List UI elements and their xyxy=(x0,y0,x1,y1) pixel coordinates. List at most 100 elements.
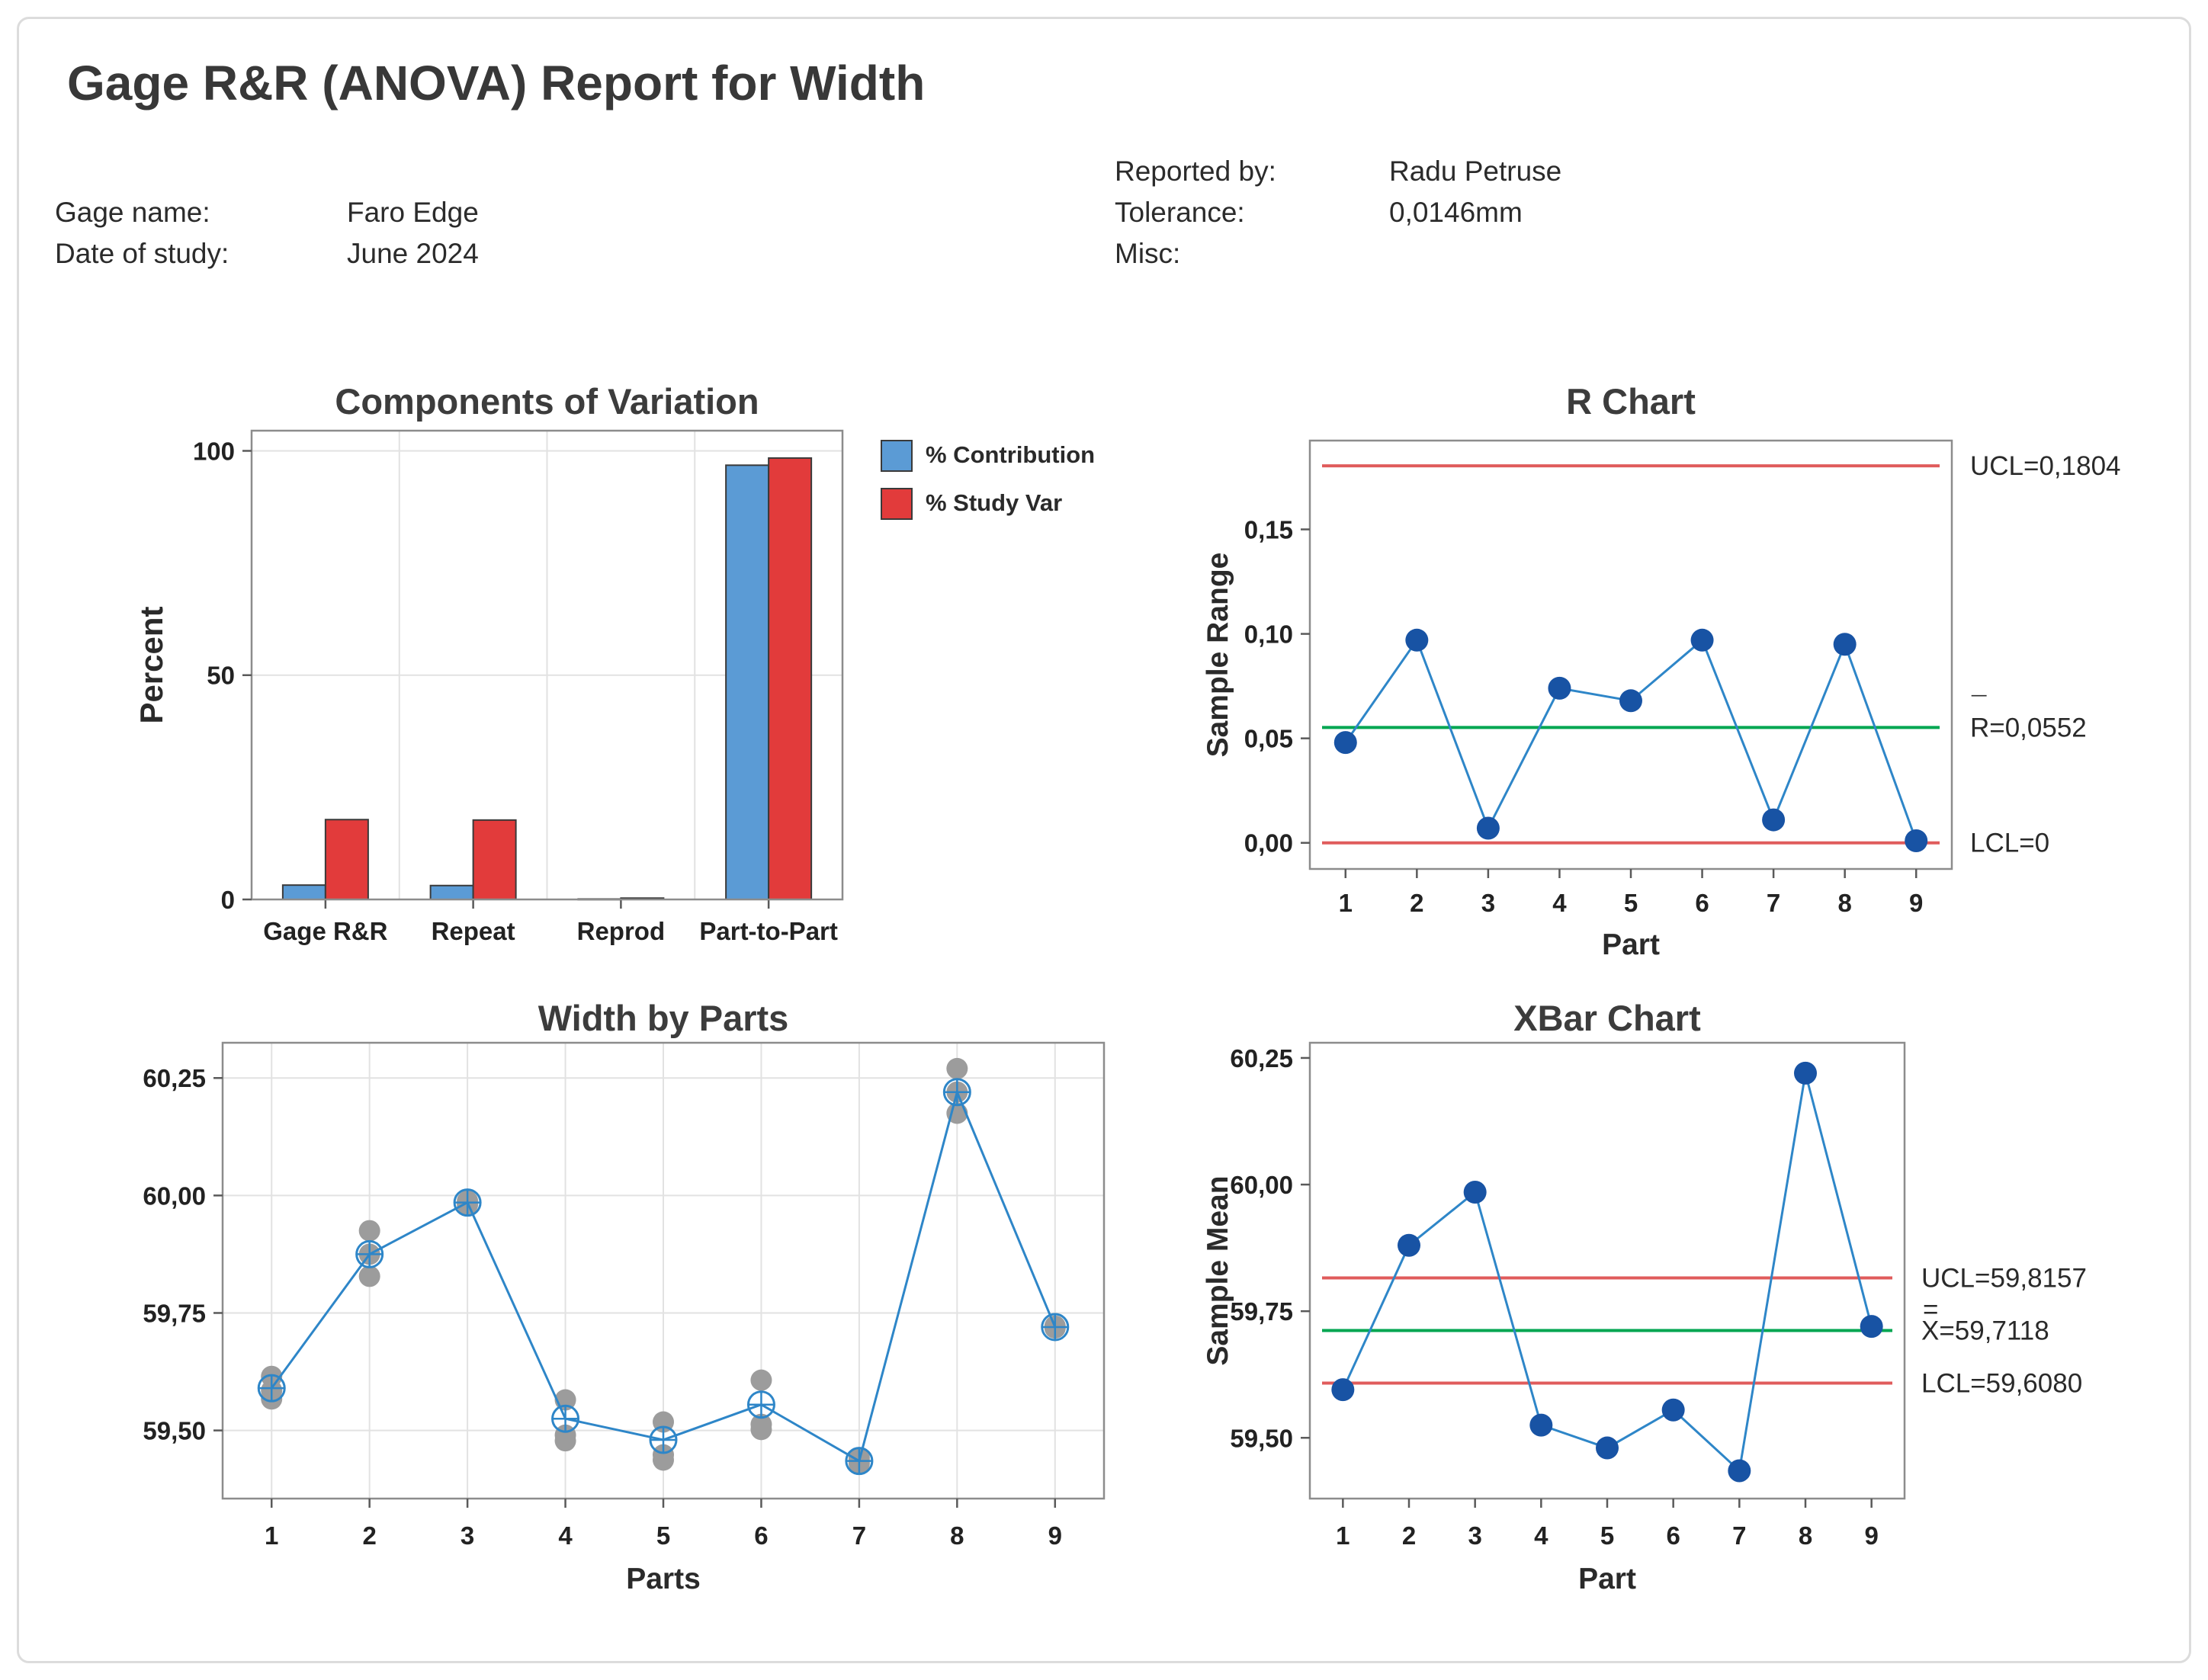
y-tick-label: 50 xyxy=(207,662,235,690)
bar xyxy=(429,884,474,900)
tolerance-label: Tolerance: xyxy=(1115,197,1245,228)
data-point xyxy=(1398,1233,1420,1257)
data-point xyxy=(1476,816,1500,840)
data-point xyxy=(1860,1315,1883,1339)
x-tick-label: 9 xyxy=(1909,889,1923,917)
data-point xyxy=(1728,1459,1751,1483)
ucl-label: UCL=59,8157 xyxy=(1921,1264,2087,1294)
r-chart-x-axis-label: Part xyxy=(1602,928,1660,961)
y-tick-label: 60,00 xyxy=(1230,1171,1293,1199)
x-tick-label: 7 xyxy=(852,1521,866,1550)
data-point xyxy=(1529,1413,1553,1437)
y-tick-label: 0,05 xyxy=(1244,725,1293,753)
date-of-study-value: June 2024 xyxy=(347,238,479,269)
y-tick-label: 0,15 xyxy=(1244,516,1293,544)
x-tick-label: 8 xyxy=(1799,1521,1812,1550)
y-tick-label: 60,00 xyxy=(143,1181,206,1210)
bar xyxy=(281,884,326,901)
y-tick-label: 59,75 xyxy=(1230,1297,1293,1326)
data-point xyxy=(1548,676,1571,700)
bar xyxy=(472,819,517,900)
x-tick-label: 1 xyxy=(1336,1521,1350,1550)
x-tick-label: 7 xyxy=(1767,889,1780,917)
x-tick-label: 8 xyxy=(1837,889,1851,917)
x-tick-label: 8 xyxy=(950,1521,964,1550)
x-tick-label: 5 xyxy=(1600,1521,1614,1550)
data-point xyxy=(1690,628,1714,652)
tolerance-value: 0,0146mm xyxy=(1389,197,1523,228)
components-of-variation-chart: Gage R&R Repeat Reprod Part-to-Part 0 50 100Pe… xyxy=(133,381,1095,945)
x-tick-label: 9 xyxy=(1048,1521,1062,1550)
individual-point xyxy=(653,1444,674,1466)
bar xyxy=(725,464,770,900)
y-tick-label: 60,25 xyxy=(1230,1044,1293,1072)
individual-point xyxy=(750,1369,772,1391)
data-point xyxy=(1794,1061,1817,1085)
cov-title: Components of Variation xyxy=(335,381,759,422)
width-title: Width by Parts xyxy=(538,998,789,1038)
center-label-overbar: = xyxy=(1923,1295,1938,1325)
individual-point xyxy=(358,1220,380,1242)
x-tick-label: 4 xyxy=(1552,889,1567,917)
data-point xyxy=(1333,731,1357,755)
category-label: Part-to-Part xyxy=(699,917,838,945)
lcl-label: LCL=0 xyxy=(1970,829,2049,858)
center-label: X=59,7118 xyxy=(1921,1316,2049,1346)
x-tick-label: 2 xyxy=(362,1521,376,1550)
xbar-chart-x-axis-label: Part xyxy=(1578,1563,1636,1595)
gage-name-value: Faro Edge xyxy=(347,197,479,228)
center-label-overbar: ¯ xyxy=(1971,691,1987,721)
legend-swatch xyxy=(881,440,913,472)
x-tick-label: 4 xyxy=(558,1521,573,1550)
y-tick-label: 0,10 xyxy=(1244,620,1293,649)
y-tick-label: 59,75 xyxy=(143,1299,206,1327)
page-title: Gage R&R (ANOVA) Report for Width xyxy=(67,56,926,111)
x-tick-label: 1 xyxy=(1339,889,1353,917)
bar xyxy=(324,819,369,900)
gage-name-label: Gage name: xyxy=(55,197,210,228)
legend-swatch xyxy=(881,488,913,520)
x-tick-label: 3 xyxy=(1468,1521,1481,1550)
date-of-study-label: Date of study: xyxy=(55,238,229,269)
data-point xyxy=(1619,689,1642,713)
xbar-chart-y-axis-label: Sample Mean xyxy=(1202,1175,1234,1365)
category-label: Gage R&R xyxy=(263,917,387,945)
legend-label: % Contribution xyxy=(926,441,1095,468)
data-point xyxy=(1463,1181,1487,1204)
data-point xyxy=(1661,1398,1685,1422)
y-tick-label: 59,50 xyxy=(1230,1424,1293,1452)
y-tick-label: 60,25 xyxy=(143,1064,206,1092)
xbar-chart-title: XBar Chart xyxy=(1513,998,1701,1038)
data-point xyxy=(1905,829,1928,852)
cov-y-axis-label: Percent xyxy=(133,606,169,723)
center-label: R=0,0552 xyxy=(1970,713,2087,742)
x-tick-label: 3 xyxy=(461,1521,474,1550)
data-point xyxy=(1405,628,1429,652)
misc-label: Misc: xyxy=(1115,238,1181,269)
y-tick-label: 100 xyxy=(193,437,235,465)
x-tick-label: 2 xyxy=(1402,1521,1416,1550)
data-point xyxy=(1331,1378,1355,1402)
x-tick-label: 4 xyxy=(1534,1521,1548,1550)
ucl-label: UCL=0,1804 xyxy=(1970,451,2121,481)
r-chart-title: R Chart xyxy=(1566,381,1696,422)
category-label: Reprod xyxy=(577,917,666,945)
x-tick-label: 3 xyxy=(1481,889,1495,917)
individual-point xyxy=(358,1265,380,1287)
y-tick-label: 59,50 xyxy=(143,1417,206,1445)
reported-by-value: Radu Petruse xyxy=(1389,155,1562,187)
y-tick-label: 0 xyxy=(221,886,235,914)
data-point xyxy=(1596,1436,1619,1460)
reported-by-label: Reported by: xyxy=(1115,155,1276,187)
r-chart-y-axis-label: Sample Range xyxy=(1202,553,1234,758)
individual-point xyxy=(750,1413,772,1435)
bar xyxy=(768,457,813,900)
x-tick-label: 5 xyxy=(656,1521,670,1550)
y-tick-label: 0,00 xyxy=(1244,829,1293,858)
x-tick-label: 6 xyxy=(1666,1521,1680,1550)
data-line xyxy=(1344,637,1918,842)
category-label: Repeat xyxy=(432,917,515,945)
data-point xyxy=(1833,633,1857,656)
